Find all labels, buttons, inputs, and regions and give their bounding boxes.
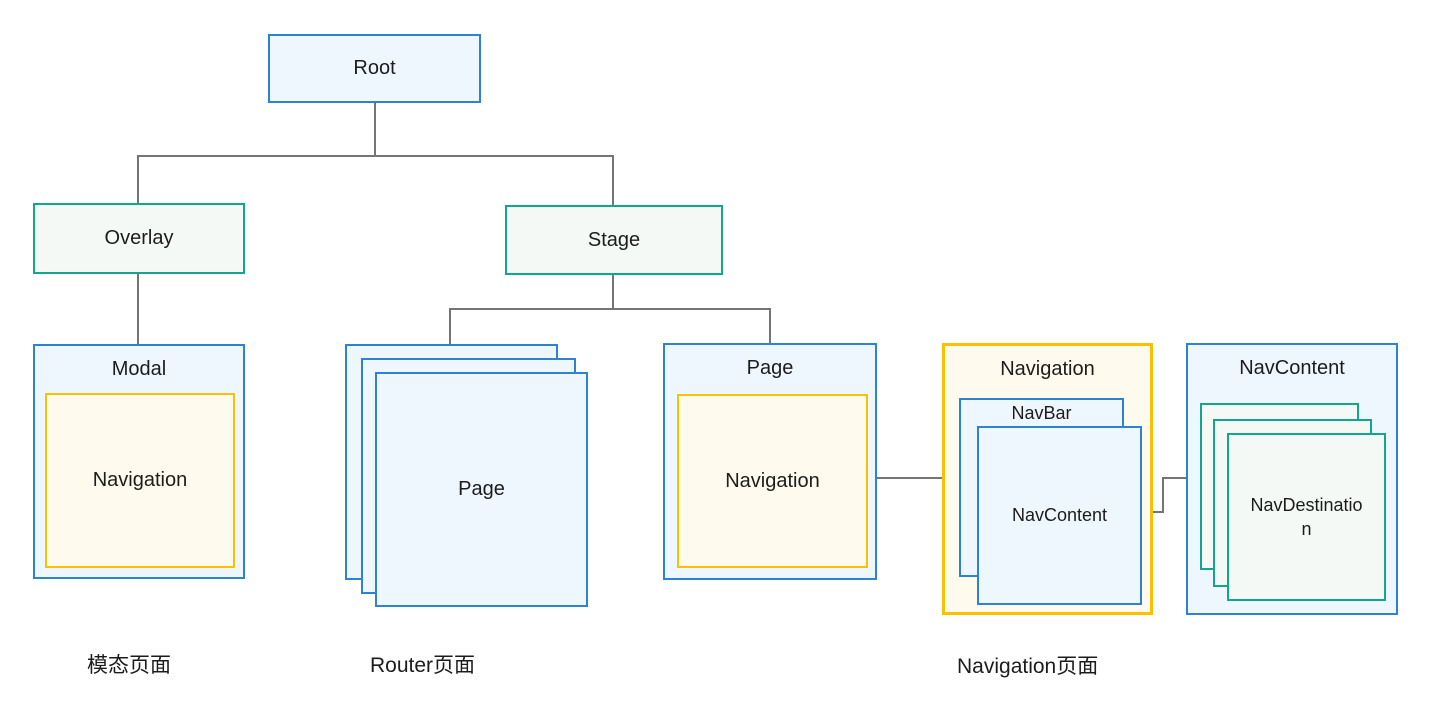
connector-page-navigation (866, 477, 943, 479)
connector-stage-stem (612, 274, 614, 308)
connector-to-router (449, 308, 451, 345)
node-navigation-panel: Navigation NavBar NavContent (942, 343, 1153, 615)
connector-to-page (769, 308, 771, 344)
node-stage: Stage (505, 205, 723, 275)
node-root: Root (268, 34, 481, 103)
connector-overlay-modal (137, 274, 139, 345)
node-page-navigation: Navigation (677, 394, 868, 568)
connector-to-overlay (137, 155, 139, 205)
node-root-label: Root (353, 57, 396, 79)
node-modal-navigation-label: Navigation (92, 469, 188, 491)
caption-navigation-page: Navigation页面 (957, 655, 1099, 678)
connector-to-stage (612, 155, 614, 206)
connector-navcontent-seg2 (1162, 477, 1164, 513)
node-navcontent-inner-label: NavContent (1011, 505, 1108, 525)
node-navcontent-panel-label: NavContent (1239, 357, 1345, 379)
caption-router-page: Router页面 (370, 654, 476, 677)
node-modal: Modal Navigation (33, 344, 245, 579)
node-router-page: Page (375, 372, 588, 607)
node-stage-label: Stage (587, 228, 641, 251)
node-modal-navigation: Navigation (45, 393, 235, 568)
connector-root-stem (374, 103, 376, 156)
connector-navcontent-seg3 (1162, 477, 1187, 479)
node-page: Page Navigation (663, 343, 877, 580)
node-navcontent-inner: NavContent (977, 426, 1142, 605)
node-navigation-panel-label: Navigation (1000, 358, 1095, 380)
node-overlay-label: Overlay (104, 227, 174, 249)
node-navdestination-label: NavDestination (1250, 494, 1363, 539)
node-router-page-label: Page (458, 478, 505, 500)
node-navbar-label: NavBar (1011, 403, 1072, 423)
node-navcontent-panel: NavContent NavDestination (1186, 343, 1398, 615)
node-page-label: Page (746, 357, 794, 379)
node-overlay: Overlay (33, 203, 245, 274)
connector-stage-branch (449, 308, 771, 310)
connector-root-branch (137, 155, 614, 157)
caption-modal-page: 模态页面 (87, 654, 171, 677)
node-navdestination: NavDestination (1227, 433, 1386, 601)
node-page-navigation-label: Navigation (725, 469, 820, 492)
node-modal-label: Modal (111, 358, 167, 380)
